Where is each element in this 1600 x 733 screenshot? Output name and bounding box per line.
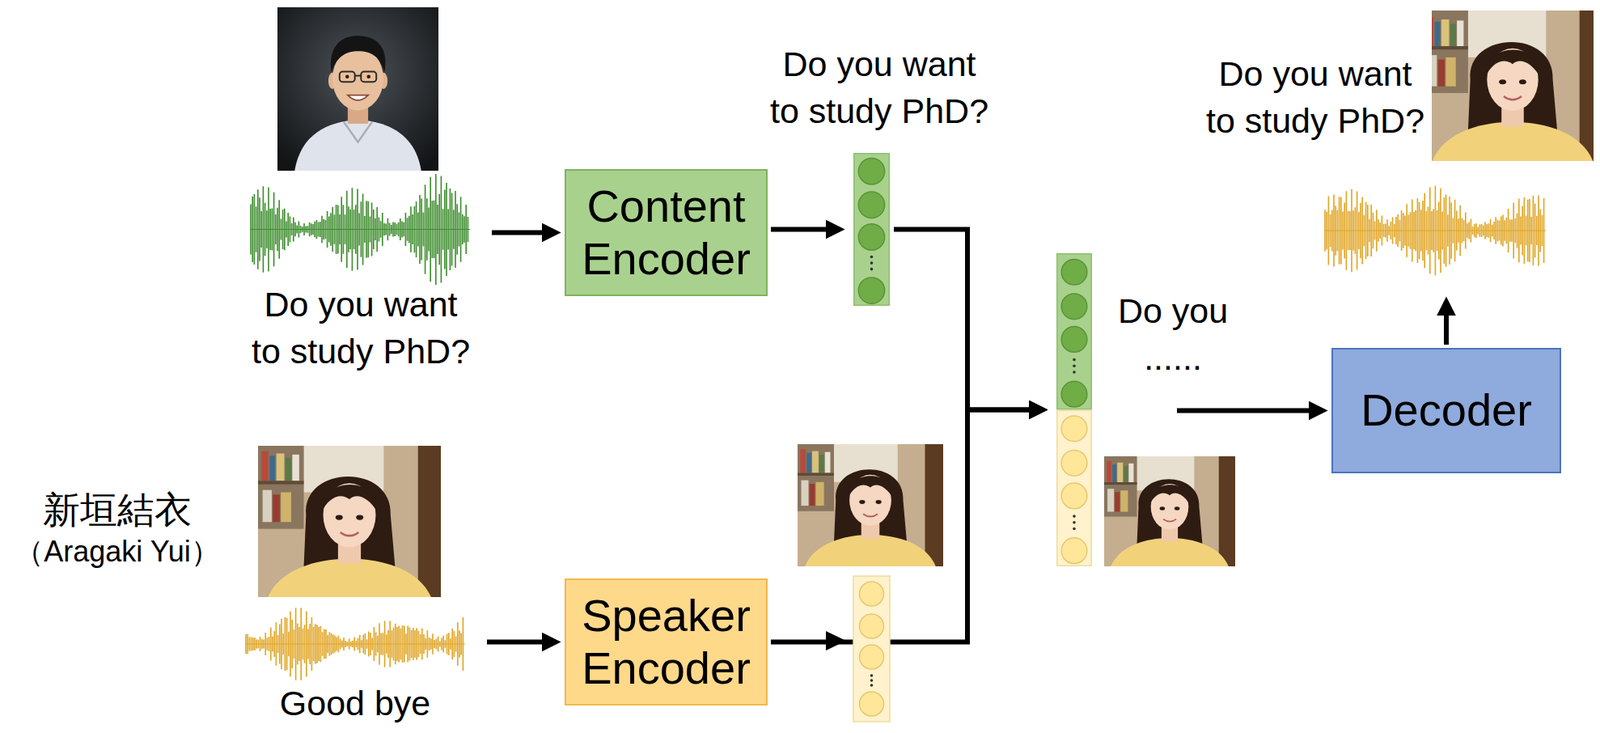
encoder-box: Speaker Encoder — [564, 578, 768, 706]
node-text: Do you want to study PhD? — [766, 40, 993, 135]
text-group: Do you ...... — [1112, 287, 1234, 381]
text-group: Decoder — [1360, 384, 1533, 436]
target-waveform: Good bye — [245, 601, 466, 729]
speaker-photo — [276, 7, 441, 171]
output-waveform: Do you want to study PhD? — [1202, 50, 1550, 288]
node-text: Decoder — [1360, 384, 1533, 436]
vector-part — [1057, 410, 1093, 566]
feature-vector — [853, 152, 890, 306]
node-text: Do you ...... — [1112, 287, 1234, 381]
node-text: Do you want to study PhD? — [247, 280, 475, 375]
flow-arrow — [486, 639, 554, 645]
waveform — [249, 173, 470, 286]
content-vector: Do you want to study PhD? — [766, 40, 993, 306]
text-group: Do you want to study PhD? — [766, 40, 993, 135]
vector-part — [1057, 253, 1093, 410]
target-speaker-photo — [258, 444, 441, 599]
speaker-vector-photo — [797, 444, 944, 568]
flow-arrow — [770, 227, 838, 233]
combined-vector: Do you ...... — [1056, 253, 1235, 567]
combined-vector-photo — [1104, 456, 1236, 568]
source-waveform: Do you want to study PhD? — [246, 173, 475, 376]
node-text: Speaker Encoder — [575, 589, 757, 695]
node-text: Do you want to study PhD? — [1202, 50, 1429, 144]
waveform — [1324, 173, 1546, 288]
waveform-trace — [250, 173, 468, 285]
encoder-box: Content Encoder — [564, 169, 768, 297]
flow-arrow — [1176, 408, 1321, 414]
waveform — [245, 601, 466, 686]
flow-arrow — [491, 230, 554, 236]
vector-part — [854, 153, 890, 306]
arrow-head — [825, 630, 847, 651]
text-group: Good bye — [245, 682, 466, 725]
decoder-box: Decoder — [1331, 347, 1562, 474]
text-group: Content Encoder — [575, 180, 757, 285]
flow-arrow — [770, 410, 1041, 643]
speaker-name: 新垣結衣 — [0, 488, 235, 532]
flow-arrow — [893, 229, 1041, 411]
text-group: Do you want to study PhD? — [1202, 50, 1429, 144]
node-text: Good bye — [245, 682, 466, 725]
text-group: Speaker Encoder — [575, 589, 757, 695]
flow-arrow — [1443, 304, 1449, 345]
speaker-vector — [853, 575, 890, 722]
node-text: Content Encoder — [575, 180, 757, 285]
text-group: Do you want to study PhD? — [247, 280, 475, 375]
waveform-trace — [245, 607, 463, 680]
waveform-trace — [1324, 186, 1545, 276]
output-speaker-photo — [1423, 10, 1600, 161]
speaker-name-romaji: （Aragaki Yui） — [0, 533, 235, 569]
feature-vector — [1056, 253, 1093, 567]
